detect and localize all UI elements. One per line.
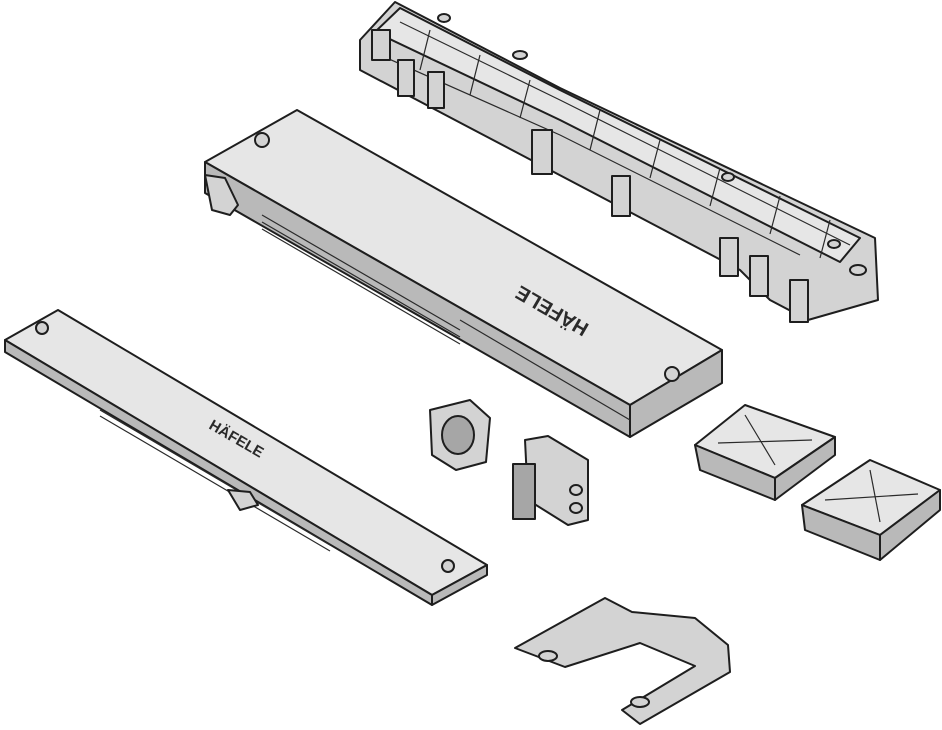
mounting-rail-clips (371, 29, 809, 323)
mounting-plate (514, 597, 731, 725)
square-pad-1 (694, 404, 836, 501)
hinge-bracket-slots (569, 484, 583, 514)
damper-large-pivot-marks (254, 132, 680, 382)
damper-housing-small: HÄFELE (4, 309, 488, 606)
damper-small-front-face (4, 339, 433, 606)
mounting-rail (359, 1, 879, 323)
damper-small-end-face (431, 564, 488, 606)
square-pad-2-side (879, 489, 941, 561)
mounting-rail-ribs (419, 29, 831, 259)
damper-large-end-clip (204, 174, 239, 216)
mounting-rail-screw-holes (437, 13, 867, 276)
damper-small-pivot-marks (35, 321, 455, 573)
mounting-rail-top-face (374, 7, 861, 263)
damper-housing-large: HÄFELE (204, 109, 723, 438)
damper-large-grooves (261, 214, 631, 421)
damper-large-end-face (629, 349, 723, 438)
round-clip (429, 399, 491, 471)
mounting-plate-slots (538, 650, 650, 708)
hinge-bracket (512, 435, 589, 526)
mounting-plate-body (514, 597, 731, 725)
round-clip-bore (441, 415, 475, 455)
damper-small-grooves (99, 409, 331, 552)
square-pad-2 (801, 459, 941, 561)
square-pad-2-ribs (824, 469, 919, 523)
square-pad-1-side (774, 436, 836, 501)
hinge-bracket-knuckle (512, 463, 536, 520)
damper-small-slider (227, 489, 259, 511)
square-pad-1-ribs (717, 414, 813, 466)
